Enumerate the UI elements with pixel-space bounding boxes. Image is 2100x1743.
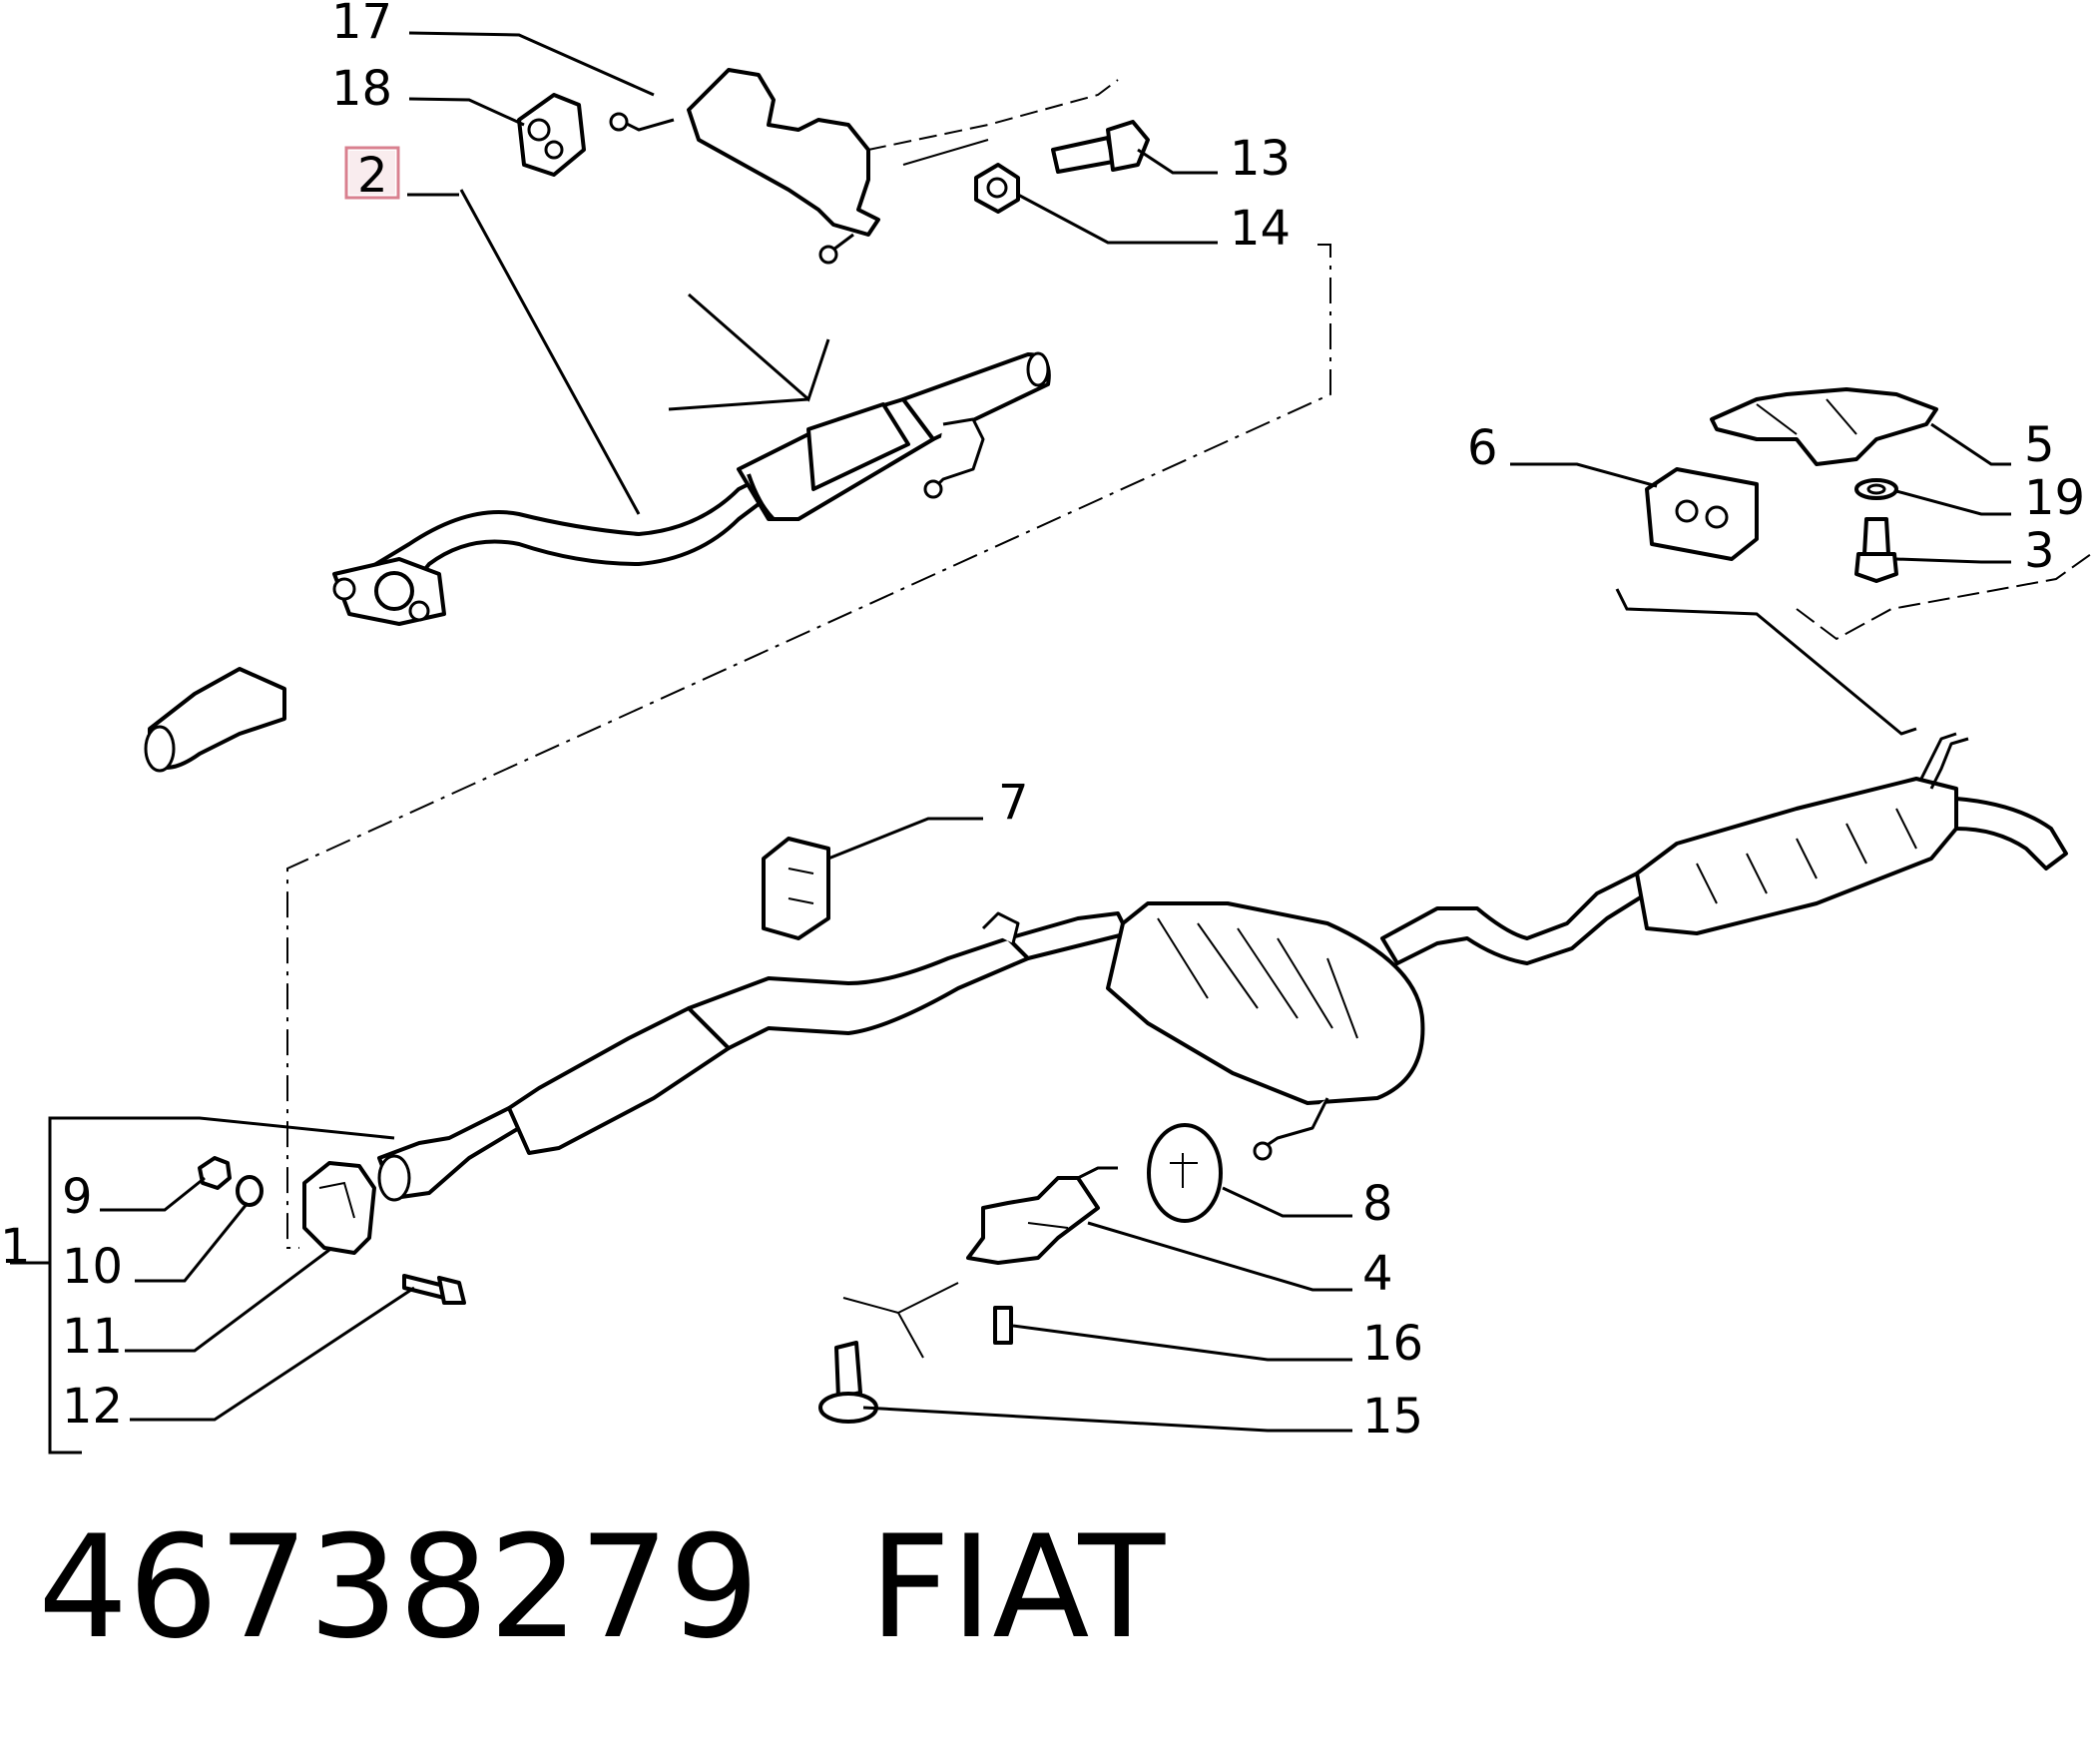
callout-12: 12: [62, 1379, 123, 1435]
part-3-bolt: [1854, 517, 1898, 583]
part-1-group-bracket: [10, 1116, 82, 1454]
callout-5: 5: [2024, 417, 2055, 473]
part-7-rubber-block: [762, 837, 830, 940]
highlight-box-part-2: [344, 146, 400, 200]
part-9-nut: [198, 1156, 232, 1190]
callout-16: 16: [1362, 1316, 1423, 1372]
part-10-washer: [236, 1175, 263, 1207]
part-8-rubber-ring: [1147, 1123, 1223, 1223]
rear-exhaust-assembly: [377, 732, 2068, 1202]
part-16-bolt: [993, 1306, 1013, 1345]
callout-11: 11: [62, 1309, 123, 1365]
callout-6: 6: [1467, 420, 1498, 476]
callout-17: 17: [331, 0, 392, 50]
leader-lines: [70, 31, 2011, 1433]
callout-9: 9: [62, 1169, 93, 1225]
callout-18: 18: [331, 61, 392, 117]
callout-19: 19: [2024, 470, 2085, 526]
callout-14: 14: [1230, 201, 1291, 257]
callout-7: 7: [998, 775, 1029, 831]
part-14-nut: [974, 163, 1020, 214]
part-12-bolt: [402, 1274, 466, 1305]
part-17-bracket: [609, 68, 1119, 265]
part-18-rubber-mount: [517, 93, 586, 177]
part-13-bolt: [1051, 120, 1150, 174]
pipe-stub: [144, 667, 286, 773]
callout-8: 8: [1362, 1176, 1393, 1232]
callout-10: 10: [62, 1239, 123, 1295]
part-number: 46738279: [38, 1505, 760, 1670]
callout-1: 1: [0, 1219, 31, 1275]
brand-name: FIAT: [868, 1505, 1166, 1670]
part-5-bracket: [1710, 387, 1938, 466]
part-15-stud: [818, 1341, 878, 1424]
part-11-clamp-ring: [302, 1161, 376, 1255]
part-19-washer: [1854, 478, 1898, 500]
part-6-rubber-mount: [1645, 467, 1759, 561]
callout-2: 2: [357, 148, 388, 204]
callout-13: 13: [1230, 131, 1291, 187]
front-pipe-assembly: [286, 189, 1331, 1249]
callout-4: 4: [1362, 1246, 1393, 1302]
callout-3: 3: [2024, 523, 2055, 579]
part-4-bracket: [966, 1166, 1118, 1265]
callout-15: 15: [1362, 1389, 1423, 1445]
